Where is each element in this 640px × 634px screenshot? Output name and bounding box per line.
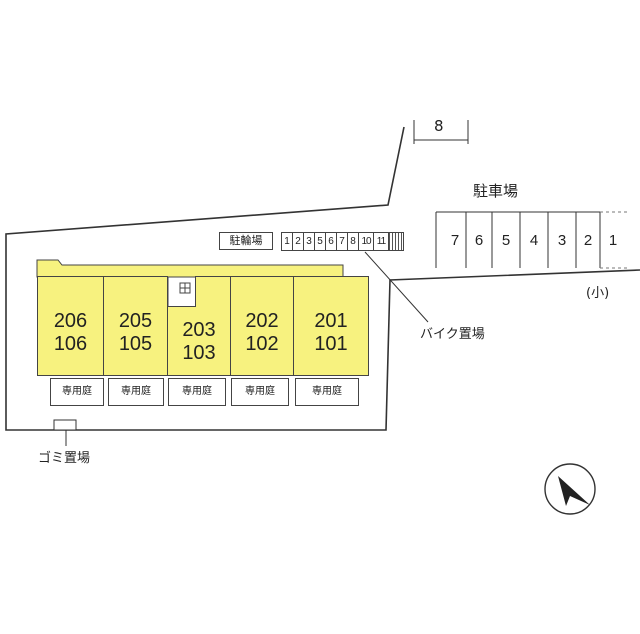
parking-slot: 6 xyxy=(474,232,484,249)
bicycle-slot: 11 xyxy=(373,232,389,251)
private-garden: 専用庭 xyxy=(108,378,164,406)
parking-slot: 1 xyxy=(608,232,618,249)
garbage-box xyxy=(53,419,77,431)
building-roof xyxy=(36,259,344,278)
private-garden: 専用庭 xyxy=(50,378,104,406)
unit-lower-number: 102 xyxy=(245,333,279,355)
parking-slot: 2 xyxy=(583,232,593,249)
unit-202-102: 202 102 xyxy=(230,276,294,376)
private-garden: 専用庭 xyxy=(231,378,289,406)
north-arrow-icon xyxy=(544,463,596,515)
bicycle-parking-label: 駐輪場 xyxy=(219,232,273,250)
unit-upper-number: 205 xyxy=(118,310,153,332)
parking-slot: 4 xyxy=(529,232,539,249)
unit-201-101: 201 101 xyxy=(293,276,369,376)
parking-slot: 7 xyxy=(450,232,460,249)
unit-lower-number: 101 xyxy=(314,333,348,355)
bicycle-slot: 10 xyxy=(358,232,374,251)
unit-lower-number: 105 xyxy=(118,333,153,355)
unit-upper-number: 203 xyxy=(182,319,216,341)
road-label: (小) xyxy=(586,286,610,301)
parking-slot: 5 xyxy=(501,232,511,249)
unit-upper-number: 201 xyxy=(314,310,348,332)
unit-lower-number: 103 xyxy=(182,342,216,364)
unit-206-106: 206 106 xyxy=(37,276,104,376)
private-garden: 専用庭 xyxy=(168,378,226,406)
garbage-label: ゴミ置場 xyxy=(38,451,91,466)
private-garden: 専用庭 xyxy=(295,378,359,406)
unit-205-105: 205 105 xyxy=(103,276,168,376)
bike-parking-label: バイク置場 xyxy=(420,327,485,342)
bike-pointer-line xyxy=(364,251,429,323)
unit-203-upper-extension xyxy=(195,276,231,307)
unit-203-103: 203 103 xyxy=(167,306,231,376)
scale-label: 8 xyxy=(434,117,444,135)
parking-slot: 3 xyxy=(557,232,567,249)
unit-lower-number: 106 xyxy=(53,333,88,355)
bicycle-slot-end xyxy=(388,232,404,251)
unit-upper-number: 202 xyxy=(245,310,279,332)
unit-upper-number: 206 xyxy=(53,310,88,332)
parking-label: 駐車場 xyxy=(473,182,519,200)
